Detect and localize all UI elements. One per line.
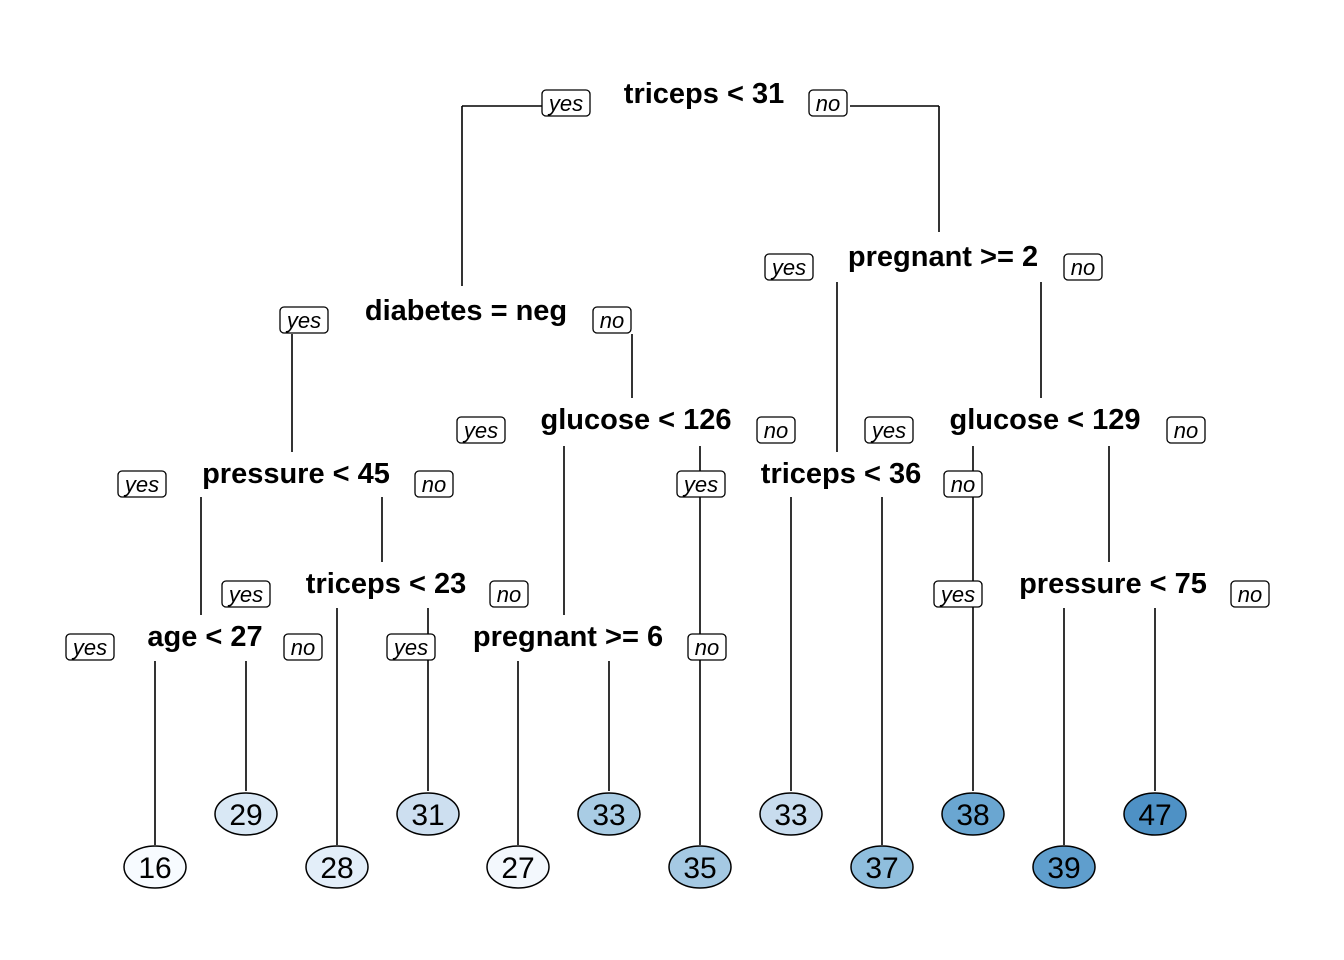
leaf-node-l9: 37 [850, 845, 914, 889]
leaf-value: 27 [501, 852, 534, 885]
no-branch-label: no [283, 633, 323, 661]
split-node-n8: age < 27 [147, 621, 262, 653]
yes-branch-label: yes [456, 416, 506, 444]
leaf-value: 47 [1138, 799, 1171, 832]
no-branch-label: no [1230, 580, 1270, 608]
split-node-n5: glucose < 126 [540, 404, 731, 436]
no-label-text: no [1238, 582, 1262, 607]
leaf-nodes: 16 29 28 31 27 33 35 33 37 38 39 47 [123, 792, 1187, 889]
no-label-text: no [816, 91, 840, 116]
no-label-text: no [497, 582, 521, 607]
leaf-node-l4: 31 [396, 792, 460, 836]
split-node-n9: triceps < 23 [306, 568, 466, 600]
yes-branch-label: yes [386, 633, 436, 661]
leaf-node-l5: 27 [486, 845, 550, 889]
split-node-n6: triceps < 36 [761, 458, 921, 490]
leaf-node-l6: 33 [577, 792, 641, 836]
leaf-node-l12: 47 [1123, 792, 1187, 836]
yes-label-text: yes [870, 418, 906, 443]
no-label-text: no [951, 472, 975, 497]
yes-label-text: yes [392, 635, 428, 660]
leaf-value: 31 [411, 799, 444, 832]
leaf-value: 37 [865, 852, 898, 885]
no-branch-label: no [943, 470, 983, 498]
yes-label-text: yes [462, 418, 498, 443]
no-branch-label: no [756, 416, 796, 444]
leaf-value: 28 [320, 852, 353, 885]
split-node-n10: pregnant >= 6 [473, 621, 663, 653]
no-label-text: no [1071, 255, 1095, 280]
yes-branch-label: yes [117, 470, 167, 498]
yes-branch-label: yes [221, 580, 271, 608]
leaf-node-l8: 33 [759, 792, 823, 836]
split-node-n7: glucose < 129 [949, 404, 1140, 436]
branch-labels: yes no yes no yes no yes no yes no yes no yes no yes no… [65, 89, 1270, 661]
leaf-value: 16 [138, 852, 171, 885]
no-label-text: no [600, 308, 624, 333]
no-branch-label: no [1166, 416, 1206, 444]
leaf-node-l1: 16 [123, 845, 187, 889]
no-label-text: no [695, 635, 719, 660]
yes-label-text: yes [71, 635, 107, 660]
yes-branch-label: yes [279, 306, 329, 334]
leaf-value: 33 [774, 799, 807, 832]
leaf-node-l10: 38 [941, 792, 1005, 836]
no-label-text: no [764, 418, 788, 443]
yes-label-text: yes [227, 582, 263, 607]
no-label-text: no [422, 472, 446, 497]
no-branch-label: no [592, 306, 632, 334]
yes-label-text: yes [770, 255, 806, 280]
split-node-n11: pressure < 75 [1019, 568, 1207, 600]
yes-branch-label: yes [933, 580, 983, 608]
split-node-n3: pregnant >= 2 [848, 241, 1038, 273]
leaf-node-l2: 29 [214, 792, 278, 836]
split-node-n4: pressure < 45 [202, 458, 390, 490]
no-branch-label: no [489, 580, 529, 608]
yes-label-text: yes [939, 582, 975, 607]
yes-label-text: yes [547, 91, 583, 116]
yes-label-text: yes [285, 308, 321, 333]
yes-branch-label: yes [764, 253, 814, 281]
yes-label-text: yes [123, 472, 159, 497]
no-label-text: no [291, 635, 315, 660]
yes-branch-label: yes [541, 89, 591, 117]
leaf-node-l7: 35 [668, 845, 732, 889]
leaf-value: 35 [683, 852, 716, 885]
no-branch-label: no [414, 470, 454, 498]
yes-branch-label: yes [676, 470, 726, 498]
no-branch-label: no [687, 633, 727, 661]
leaf-value: 38 [956, 799, 989, 832]
split-node-n2: diabetes = neg [365, 295, 567, 327]
no-label-text: no [1174, 418, 1198, 443]
no-branch-label: no [1063, 253, 1103, 281]
no-branch-label: no [808, 89, 848, 117]
leaf-value: 33 [592, 799, 625, 832]
split-nodes: triceps < 31 diabetes = neg pregnant >= 2 p… [147, 78, 1207, 653]
split-node-n1: triceps < 31 [624, 78, 784, 110]
yes-label-text: yes [682, 472, 718, 497]
leaf-value: 39 [1047, 852, 1080, 885]
leaf-value: 29 [229, 799, 262, 832]
leaf-node-l3: 28 [305, 845, 369, 889]
leaf-node-l11: 39 [1032, 845, 1096, 889]
tree-edges [154, 105, 1156, 845]
yes-branch-label: yes [65, 633, 115, 661]
yes-branch-label: yes [864, 416, 914, 444]
